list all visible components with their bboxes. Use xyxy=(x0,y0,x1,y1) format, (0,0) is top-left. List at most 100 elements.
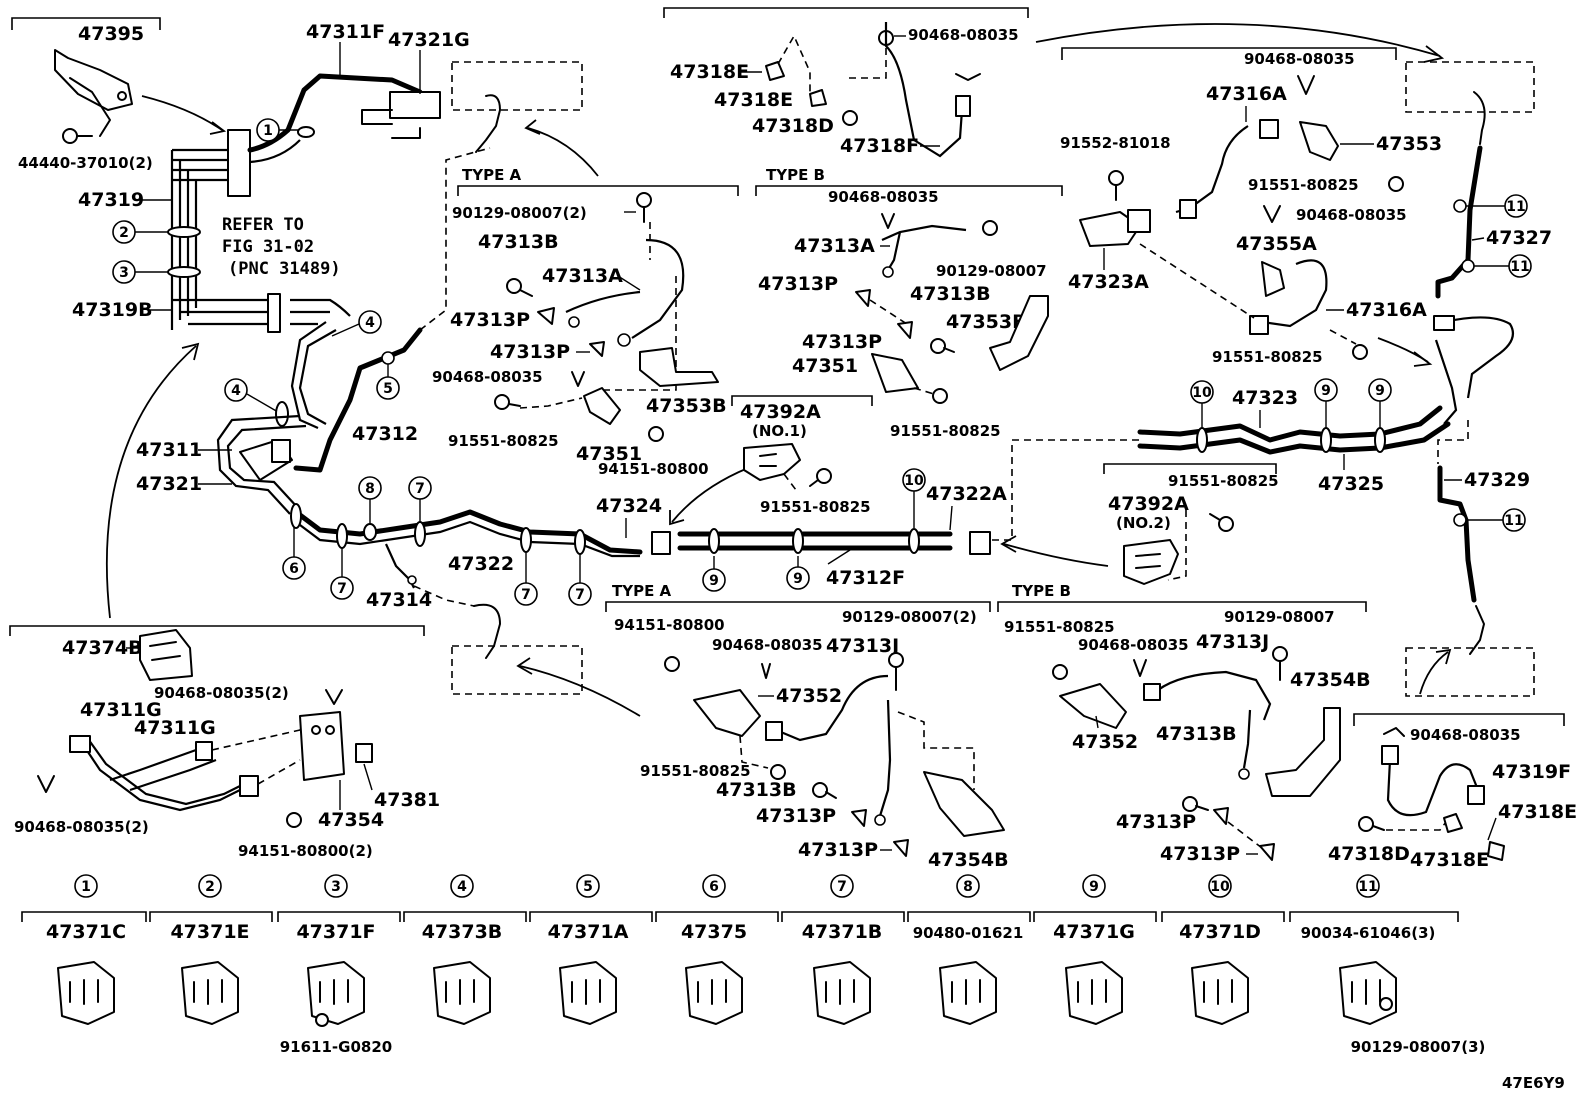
legend-frame xyxy=(149,911,273,922)
legend-part-label: 47373B xyxy=(422,921,503,943)
label-la-94151: 94151-80800 xyxy=(614,616,725,634)
label-bl-90468a: 90468-08035(2) xyxy=(154,684,289,702)
label-la-47313B: 47313B xyxy=(716,779,797,801)
legend-callout-6 xyxy=(702,874,726,898)
pipe-47321-upper xyxy=(290,321,327,430)
label-tr-90468-2: 90468-08035 xyxy=(1296,206,1407,224)
legend-clip-shape xyxy=(559,961,617,1025)
group-type-b-upper: TYPE B 90468-08035 47313A 90129-08007 47… xyxy=(755,166,1063,440)
group-47311G: 47374B 90468-08035(2) 47311G 47311G 4738… xyxy=(9,625,440,860)
bracket-frame-47395 xyxy=(11,17,161,30)
hose-bl-47311G-1 xyxy=(79,739,241,812)
group-47392A-no2: 91551-80825 47392A (NO.2) xyxy=(1103,463,1279,585)
joint-left xyxy=(651,531,671,555)
legend-callout-2 xyxy=(198,874,222,898)
label-91551-mid: 91551-80825 xyxy=(760,498,871,516)
label-la-47313P-1: 47313P xyxy=(756,805,836,827)
label-47325: 47325 xyxy=(1318,473,1384,495)
label-lb-47352: 47352 xyxy=(1072,731,1138,753)
svg-text:6: 6 xyxy=(289,561,299,577)
legend-bolt xyxy=(1379,997,1393,1011)
label-47323: 47323 xyxy=(1232,387,1298,409)
type-b-lower-title: TYPE B xyxy=(1012,582,1071,600)
part-lb-47354B xyxy=(1265,707,1341,797)
part-47392A-2 xyxy=(1123,539,1179,585)
label-tb-47353B: 47353B xyxy=(946,311,1027,333)
legend-frame xyxy=(529,911,653,922)
legend-part-label: 47371D xyxy=(1179,921,1261,943)
legend-callout-9 xyxy=(1082,874,1106,898)
label-47319: 47319 xyxy=(78,189,144,211)
distribution-block xyxy=(227,129,251,197)
part-47353 xyxy=(1299,121,1339,161)
type-b-upper-title: TYPE B xyxy=(766,166,825,184)
legend-part-label: 47371A xyxy=(548,921,629,943)
group-main-pipes: 6 7 8 7 47322 47314 7 7 47324 9 xyxy=(282,439,1140,611)
pipe-47323 xyxy=(1137,405,1443,443)
refer-line-1: REFER TO xyxy=(222,215,304,235)
arrow-type-a-lower xyxy=(519,665,641,717)
label-lb-47313P-2: 47313P xyxy=(1160,843,1240,865)
label-47316A-2: 47316A xyxy=(1346,299,1427,321)
legend-part-label: 47375 xyxy=(681,921,747,943)
label-47318D-top: 47318D xyxy=(752,115,834,137)
label-47321G: 47321G xyxy=(388,29,470,51)
label-br-47318E-2: 47318E xyxy=(1410,849,1489,871)
label-47324: 47324 xyxy=(596,495,662,517)
hose-47316A-2 xyxy=(1261,259,1328,328)
label-la-47313J: 47313J xyxy=(826,635,899,657)
svg-text:10: 10 xyxy=(1192,385,1212,401)
legend-clip-shape xyxy=(433,961,491,1025)
label-47323A: 47323A xyxy=(1068,271,1149,293)
legend-item-4[interactable]: 4 47373B xyxy=(403,874,527,1025)
svg-text:8: 8 xyxy=(365,481,375,497)
label-tb-90129: 90129-08007 xyxy=(936,262,1047,280)
arrow-47395-to-block xyxy=(141,95,223,131)
group-type-a-lower: TYPE A 94151-80800 90468-08035 90129-080… xyxy=(451,582,1009,871)
svg-text:9: 9 xyxy=(709,573,719,589)
hidden-box-top-right xyxy=(1405,61,1535,113)
svg-text:7: 7 xyxy=(521,587,531,603)
legend-extra-label: 90129-08007(3) xyxy=(1351,1038,1486,1056)
arrow-47392A-2 xyxy=(1003,543,1109,567)
label-br-47318E-1: 47318E xyxy=(1498,801,1577,823)
hose-lb-47313J xyxy=(1157,670,1272,721)
part-47323A xyxy=(1079,211,1141,247)
legend-callout-4 xyxy=(450,874,474,898)
label-bl-47311G-2: 47311G xyxy=(134,717,216,739)
hidden-box-a1 xyxy=(451,61,583,111)
callout-4b[interactable] xyxy=(224,378,248,402)
label-47318F: 47318F xyxy=(840,135,919,157)
label-br-47319F: 47319F xyxy=(1492,761,1571,783)
label-tb-47313P-1: 47313P xyxy=(758,273,838,295)
part-bl-47374B xyxy=(139,629,193,681)
callout-4a[interactable] xyxy=(358,310,382,334)
legend-part-label: 47371G xyxy=(1053,921,1135,943)
label-47329: 47329 xyxy=(1464,469,1530,491)
legend-number: 4 xyxy=(457,879,467,895)
label-lb-47313J: 47313J xyxy=(1196,631,1269,653)
label-ta-47313P-2: 47313P xyxy=(490,341,570,363)
label-ta-47313B: 47313B xyxy=(478,231,559,253)
legend-clip-shape xyxy=(939,961,997,1025)
label-tb-47313B: 47313B xyxy=(910,283,991,305)
group-type-a-upper: TYPE A 90129-08007(2) 47313B 47313A 4731… xyxy=(432,61,739,478)
label-tr-91551-1: 91551-80825 xyxy=(1248,176,1359,194)
part-la-47352 xyxy=(693,689,761,737)
label-top-90468: 90468-08035 xyxy=(908,26,1019,44)
legend-part-label: 47371C xyxy=(46,921,126,943)
label-tb-47351: 47351 xyxy=(792,355,858,377)
svg-text:7: 7 xyxy=(575,587,585,603)
figure-code: 47E6Y9 xyxy=(1502,1074,1565,1092)
label-91552: 91552-81018 xyxy=(1060,134,1171,152)
